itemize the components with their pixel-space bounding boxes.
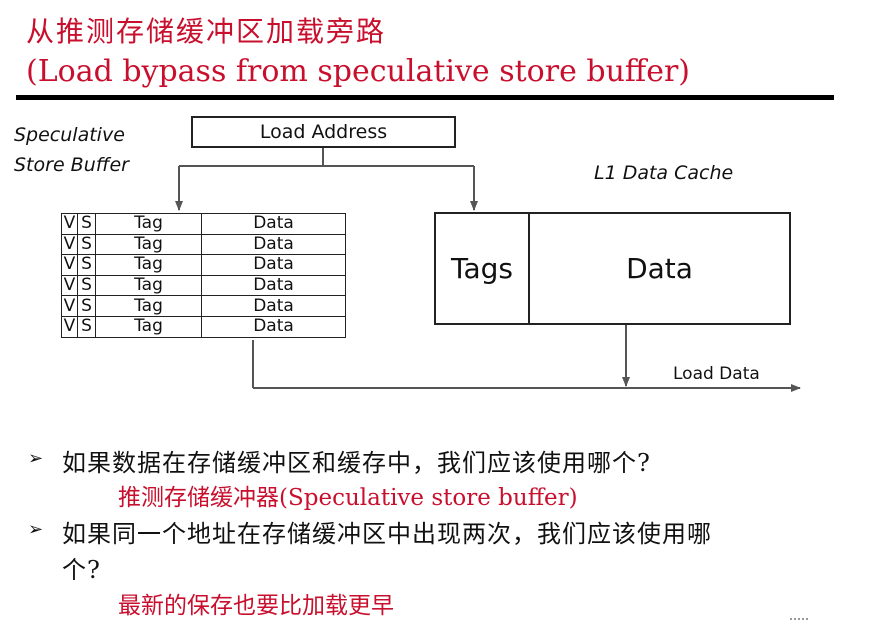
store-buffer-label-line2: Store Buffer xyxy=(14,154,129,176)
valid-bit: V xyxy=(61,295,78,317)
speculative-bit: S xyxy=(77,233,96,256)
answer-1: 推测存储缓冲器(Speculative store buffer) xyxy=(118,485,578,511)
speculative-bit: S xyxy=(77,213,96,235)
data-cell: Data xyxy=(201,274,346,297)
valid-bit: V xyxy=(61,274,78,297)
title-chinese: 从推测存储缓冲区加载旁路 xyxy=(26,15,387,48)
speculative-bit: S xyxy=(77,274,96,297)
l1-cache-label: L1 Data Cache xyxy=(594,162,734,184)
bullet-marker-1: ➢ xyxy=(28,448,44,469)
data-cell: Data xyxy=(201,254,346,276)
store-buffer-label-line1: Speculative xyxy=(14,124,125,146)
load-address-text: Load Address xyxy=(259,121,388,143)
data-cell: Data xyxy=(201,213,346,235)
l1-data-cache: Tags Data xyxy=(434,212,791,325)
load-address-box: Load Address xyxy=(191,116,456,148)
cache-tags: Tags xyxy=(436,214,530,323)
tag-cell: Tag xyxy=(95,233,202,256)
tag-cell: Tag xyxy=(95,213,202,235)
tag-cell: Tag xyxy=(95,295,202,317)
data-cell: Data xyxy=(201,315,346,338)
tag-cell: Tag xyxy=(95,274,202,297)
tag-cell: Tag xyxy=(95,315,202,338)
data-cell: Data xyxy=(201,295,346,317)
tag-cell: Tag xyxy=(95,254,202,276)
speculative-bit: S xyxy=(77,254,96,276)
title-english: (Load bypass from speculative store buff… xyxy=(26,54,690,89)
data-cell: Data xyxy=(201,233,346,256)
valid-bit: V xyxy=(61,315,78,338)
valid-bit: V xyxy=(61,254,78,276)
load-data-label: Load Data xyxy=(673,364,760,384)
valid-bit: V xyxy=(61,233,78,256)
answer-2: 最新的保存也要比加载更早 xyxy=(118,593,394,619)
slide-corner-mark xyxy=(790,618,808,623)
question-2-line1: 如果同一个地址在存储缓冲区中出现两次，我们应该使用哪 xyxy=(62,520,712,548)
cache-data: Data xyxy=(626,252,693,285)
bullet-marker-2: ➢ xyxy=(28,519,44,540)
speculative-bit: S xyxy=(77,315,96,338)
question-2-line2: 个? xyxy=(62,556,101,584)
speculative-bit: S xyxy=(77,295,96,317)
valid-bit: V xyxy=(61,213,78,235)
title-divider xyxy=(16,95,834,100)
question-1: 如果数据在存储缓冲区和缓存中，我们应该使用哪个? xyxy=(62,449,651,477)
